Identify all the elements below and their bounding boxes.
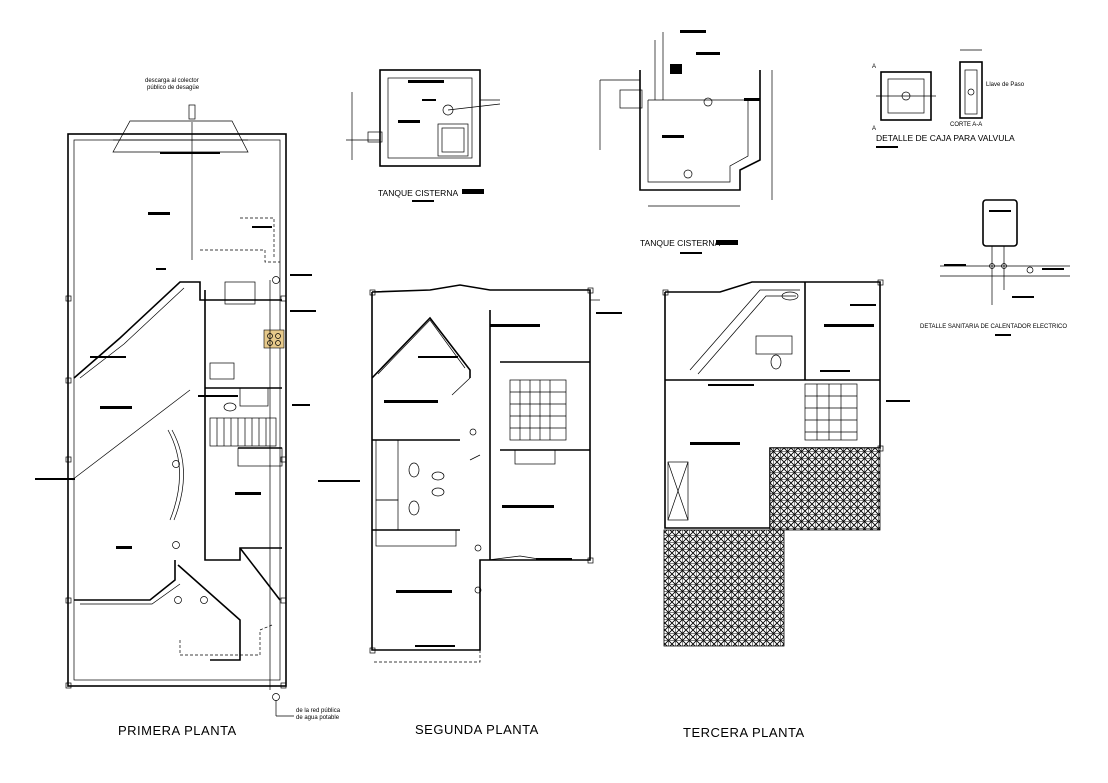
caja-valvula-title: DETALLE DE CAJA PARA VALVULA xyxy=(876,133,1015,143)
tercera-planta-title: TERCERA PLANTA xyxy=(683,725,805,740)
tanque-cisterna-section: TANQUE CISTERNA xyxy=(599,30,773,254)
caja-valvula-detail: A A Llave de Paso CORTE A-A DETALLE DE C… xyxy=(872,49,1025,148)
red-publica-note-line1: de la red pública xyxy=(296,708,341,714)
descarga-note-line1: descarga al colector xyxy=(145,78,199,84)
tanque-cisterna-title-2: TANQUE CISTERNA xyxy=(640,238,720,248)
stairs-1 xyxy=(209,417,277,447)
red-publica-note-line2: de agua potable xyxy=(296,715,340,721)
descarga-note-line2: público de desagüe xyxy=(147,85,200,91)
segunda-planta-plan: SEGUNDA PLANTA xyxy=(318,284,622,737)
primera-planta-title: PRIMERA PLANTA xyxy=(118,723,237,738)
segunda-planta-title: SEGUNDA PLANTA xyxy=(415,722,539,737)
tanque-cisterna-title-1: TANQUE CISTERNA xyxy=(378,188,458,198)
section-mark-a-left: A xyxy=(872,64,876,70)
roof-tile-area-2 xyxy=(663,529,785,647)
corte-label: CORTE A-A xyxy=(950,122,982,128)
column-markers-1 xyxy=(65,295,287,689)
stairs-2 xyxy=(509,379,567,441)
section-mark-a-right: A xyxy=(872,126,876,132)
lot-outline xyxy=(67,133,287,687)
tercera-planta-plan: TERCERA PLANTA xyxy=(662,279,910,740)
calentador-title: DETALLE SANITARIA DE CALENTADOR ELECTRIC… xyxy=(920,324,1067,330)
roof-tile-area-1 xyxy=(769,447,881,531)
primera-planta-plan: descarga al colector público de desagüe … xyxy=(35,78,341,738)
calentador-detail: DETALLE SANITARIA DE CALENTADOR ELECTRIC… xyxy=(920,199,1070,336)
llave-paso-label: Llave de Paso xyxy=(986,82,1025,88)
tanque-cisterna-plan: TANQUE CISTERNA xyxy=(346,69,501,202)
stairs-3 xyxy=(804,383,858,441)
